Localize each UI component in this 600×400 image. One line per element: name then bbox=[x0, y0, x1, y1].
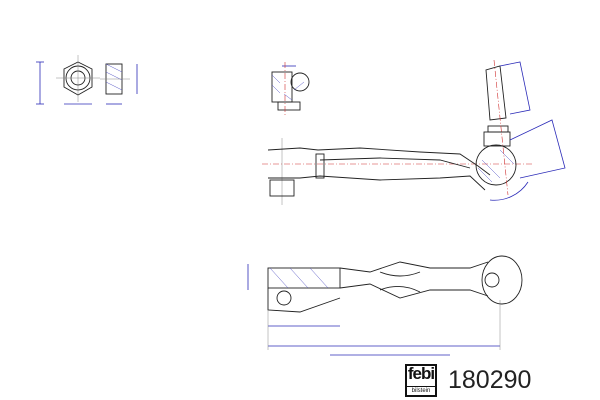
brand-logo: febi bilstein bbox=[405, 364, 437, 397]
nut-side-view bbox=[100, 63, 138, 105]
tie-rod-top-view bbox=[262, 59, 566, 205]
tie-rod-bottom-view bbox=[247, 255, 523, 350]
section-view bbox=[271, 62, 310, 115]
logo-sub: bilstein bbox=[407, 386, 435, 395]
nut-front-view bbox=[36, 55, 100, 105]
part-number: 180290 bbox=[448, 366, 532, 394]
logo-word: febi bbox=[407, 364, 435, 383]
